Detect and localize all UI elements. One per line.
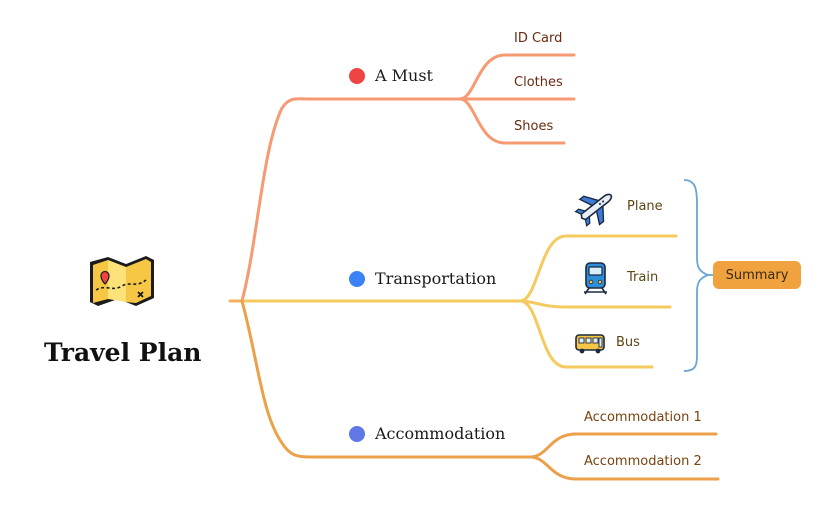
subbranch-line-bus <box>518 299 654 369</box>
bullet-dot-accommodation <box>349 426 365 442</box>
subtopic-plane[interactable]: Plane <box>627 199 663 214</box>
summary-bracket <box>683 179 711 372</box>
subtopic-accommodation-2[interactable]: Accommodation 2 <box>584 454 702 469</box>
bullet-dot-a-must <box>349 68 365 84</box>
subbranch-line-accommodation-2 <box>528 455 720 481</box>
subtopic-clothes[interactable]: Clothes <box>514 75 563 90</box>
subbranch-line-plane <box>518 234 678 303</box>
branch-line-a-must <box>240 97 462 303</box>
subtopic-accommodation-1[interactable]: Accommodation 1 <box>584 410 702 425</box>
subtopic-bus[interactable]: Bus <box>616 335 640 350</box>
folded-map-icon <box>90 256 154 306</box>
subbranch-line-train <box>518 299 672 309</box>
summary-box[interactable]: Summary <box>713 261 801 289</box>
branch-label-transportation[interactable]: Transportation <box>375 269 497 288</box>
branch-label-a-must[interactable]: A Must <box>375 66 433 85</box>
branch-label-accommodation[interactable]: Accommodation <box>375 424 506 443</box>
train-icon <box>584 262 607 295</box>
subbranch-line-id-card <box>458 53 576 101</box>
airplane-icon <box>574 193 613 227</box>
subtopic-id-card[interactable]: ID Card <box>514 31 563 46</box>
subtopic-train[interactable]: Train <box>627 270 659 285</box>
subtopic-shoes[interactable]: Shoes <box>514 119 554 134</box>
branch-line-accommodation <box>240 299 532 459</box>
bus-icon <box>575 334 605 354</box>
root-topic-title[interactable]: Travel Plan <box>44 338 202 367</box>
subbranch-line-shoes <box>458 97 566 145</box>
bullet-dot-transportation <box>349 271 365 287</box>
